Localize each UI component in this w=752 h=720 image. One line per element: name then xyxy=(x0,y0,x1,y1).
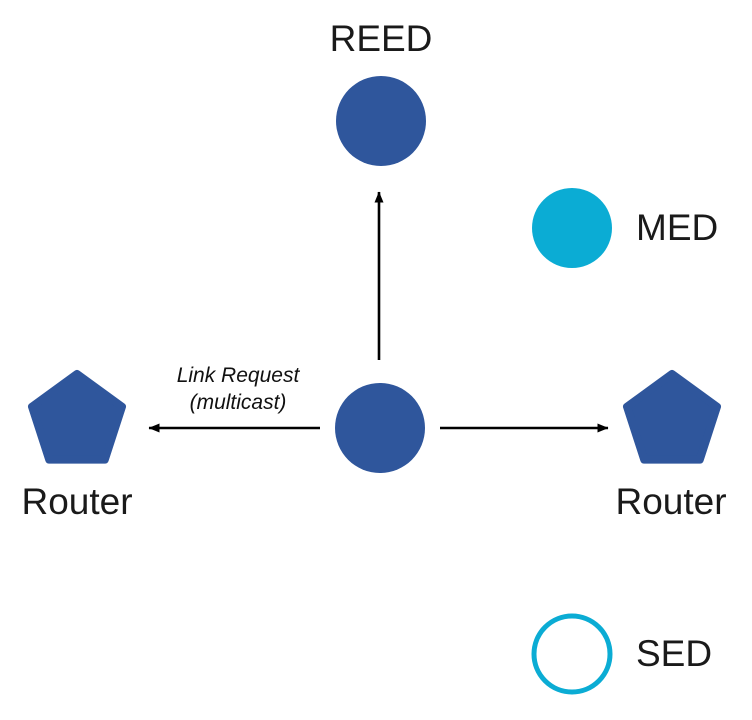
label-router-left: Router xyxy=(21,481,132,522)
node-router-left-pentagon[interactable] xyxy=(28,370,126,464)
label-router-right: Router xyxy=(615,481,726,522)
label-sed: SED xyxy=(636,633,712,674)
node-med-circle[interactable] xyxy=(532,188,612,268)
node-center-router-circle[interactable] xyxy=(335,383,425,473)
label-med: MED xyxy=(636,207,718,248)
nodes-group xyxy=(28,76,721,695)
edges-group xyxy=(148,191,609,433)
edge-label-link-request-line2: (multicast) xyxy=(190,391,287,414)
node-labels-group: REED MED Router Router SED xyxy=(21,18,726,674)
edge-labels-group: Link Request (multicast) xyxy=(177,364,301,414)
label-reed: REED xyxy=(330,18,433,59)
edge-label-link-request-line1: Link Request xyxy=(177,364,301,387)
node-router-right-pentagon[interactable] xyxy=(623,370,721,464)
node-reed-circle[interactable] xyxy=(336,76,426,166)
node-sed-circle[interactable] xyxy=(531,613,613,695)
